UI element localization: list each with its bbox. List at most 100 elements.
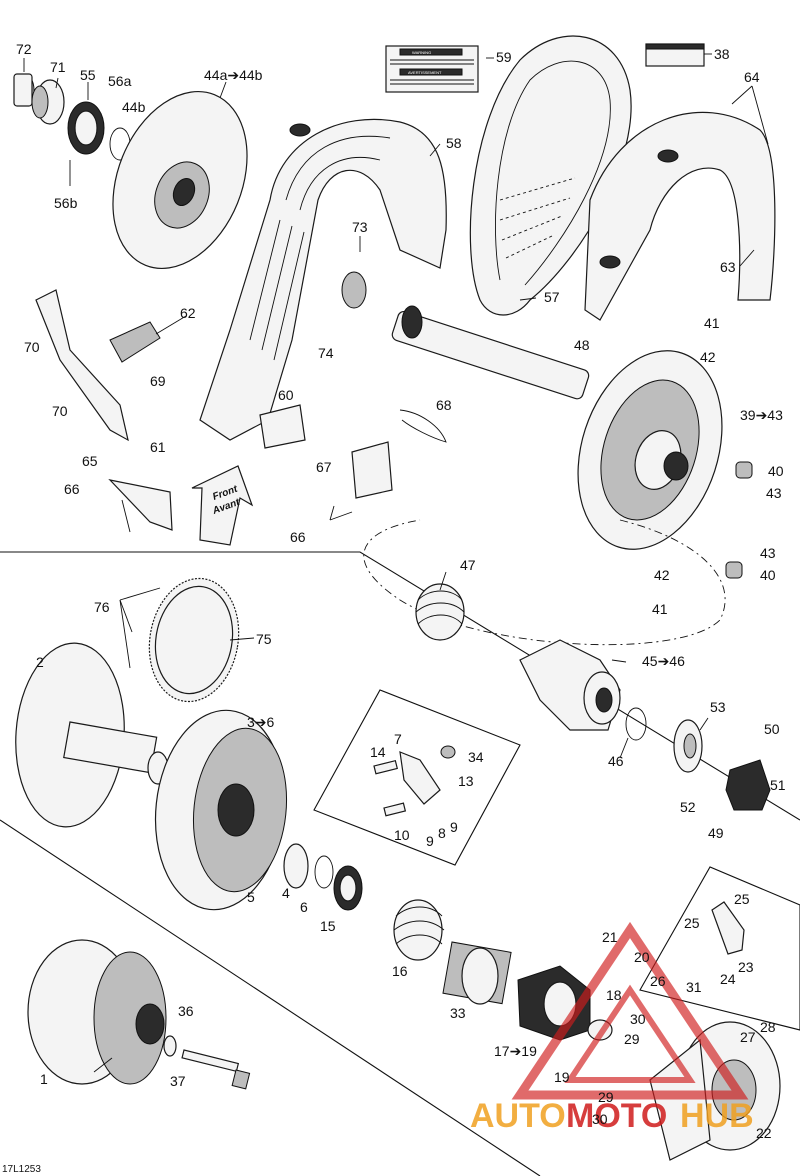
- callout-55: 55: [80, 67, 96, 83]
- seal-74: [341, 271, 367, 309]
- guard-63: [584, 111, 776, 321]
- callout-53: 53: [710, 699, 726, 715]
- callout-71: 71: [50, 59, 66, 75]
- driven-pulley-section-frame: [0, 551, 800, 821]
- leader-lines: [23, 53, 769, 1073]
- callout-42a: 42: [700, 349, 716, 365]
- callout-1: 1: [40, 1071, 48, 1087]
- circlip-6: [314, 855, 334, 889]
- callout-64: 64: [744, 69, 760, 85]
- callout-45-46: 45➔46: [642, 653, 685, 669]
- callout-24: 24: [720, 971, 736, 987]
- callout-73: 73: [352, 219, 368, 235]
- callout-30b: 30: [592, 1111, 608, 1127]
- callout-30a: 30: [630, 1011, 646, 1027]
- callout-21: 21: [602, 929, 618, 945]
- washer-36: [163, 1035, 177, 1057]
- plate-67: [351, 441, 393, 499]
- watermark-auto: AUTO: [470, 1097, 566, 1135]
- callout-14: 14: [370, 744, 386, 760]
- callout-74: 74: [318, 345, 334, 361]
- callout-31: 31: [686, 979, 702, 995]
- callout-20: 20: [634, 949, 650, 965]
- callout-72: 72: [16, 41, 32, 57]
- drive-pulley-section-frame: [0, 819, 541, 1176]
- front-direction-arrow: Front Avant: [191, 465, 254, 546]
- callout-26: 26: [650, 973, 666, 989]
- cam-45-46: [519, 639, 621, 731]
- cable-loop: [363, 519, 726, 646]
- callout-75: 75: [256, 631, 272, 647]
- bushing-71: [31, 79, 65, 125]
- callout-27: 27: [740, 1029, 756, 1045]
- callout-7: 7: [394, 731, 402, 747]
- watermark-logo-text: AUTO MOTO HUB: [470, 1097, 754, 1135]
- callout-41a: 41: [704, 315, 720, 331]
- drive-pulley-1: [27, 939, 167, 1085]
- callout-37: 37: [170, 1073, 186, 1089]
- callout-48: 48: [574, 337, 590, 353]
- ring-gear-75: [148, 577, 240, 703]
- callout-42b: 42: [654, 567, 670, 583]
- callout-46: 46: [608, 753, 624, 769]
- callout-56b: 56b: [54, 195, 78, 211]
- callout-6: 6: [300, 899, 308, 915]
- callout-70a: 70: [24, 339, 40, 355]
- diagram-code: 17L1253: [2, 1164, 41, 1175]
- callout-2: 2: [36, 654, 44, 670]
- callout-49: 49: [708, 825, 724, 841]
- callout-51: 51: [770, 777, 786, 793]
- cam-arm-23: [711, 901, 745, 955]
- callout-60: 60: [278, 387, 294, 403]
- callout-56a: 56a: [108, 73, 132, 89]
- callout-10: 10: [394, 827, 410, 843]
- callout-69: 69: [150, 373, 166, 389]
- callout-66b: 66: [290, 529, 306, 545]
- callout-43b: 43: [760, 545, 776, 561]
- callout-44b: 44b: [122, 99, 146, 115]
- callout-44a-44b: 44a➔44b: [204, 67, 263, 83]
- lever-detail-frame: [313, 689, 521, 866]
- callout-33: 33: [450, 1005, 466, 1021]
- callout-22: 22: [756, 1125, 772, 1141]
- belt-57: [469, 35, 632, 316]
- callout-29a: 29: [624, 1031, 640, 1047]
- spring-47: [415, 583, 465, 641]
- warning-title-en: WARNING: [412, 50, 431, 55]
- callout-19: 19: [554, 1069, 570, 1085]
- disc-44a-44b: [112, 90, 248, 270]
- watermark-moto: MOTO: [566, 1097, 667, 1135]
- callout-61: 61: [150, 439, 166, 455]
- callout-43a: 43: [766, 485, 782, 501]
- callout-59: 59: [496, 49, 512, 65]
- callout-5: 5: [247, 889, 255, 905]
- bolt-37: [181, 1049, 251, 1090]
- pulley-assembly-39-43: [391, 305, 723, 550]
- callout-4: 4: [282, 885, 290, 901]
- bearing-55: [67, 101, 105, 155]
- callout-9b: 9: [450, 819, 458, 835]
- callout-41b: 41: [652, 601, 668, 617]
- pin-10: [383, 802, 407, 817]
- washer-53: [673, 719, 703, 773]
- pin-68: [399, 409, 447, 443]
- movable-sheave-3-6: [154, 709, 288, 911]
- callout-39-43: 39➔43: [740, 407, 783, 423]
- nut-34: [440, 745, 456, 759]
- callout-40a: 40: [768, 463, 784, 479]
- callout-65: 65: [82, 453, 98, 469]
- callout-58: 58: [446, 135, 462, 151]
- callout-17-19: 17➔19: [494, 1043, 537, 1059]
- callout-labels: 1 2 3➔6 4 5 6 7 8 9 9 10 13 14 15 16 17➔…: [16, 41, 786, 1141]
- callout-25b: 25: [734, 891, 750, 907]
- callout-70b: 70: [52, 403, 68, 419]
- callout-52: 52: [680, 799, 696, 815]
- sleeve-72: [13, 73, 35, 107]
- bracket-65: [108, 479, 173, 531]
- sleeve-33: [442, 941, 512, 1005]
- callout-68: 68: [436, 397, 452, 413]
- callout-29b: 29: [598, 1089, 614, 1105]
- callout-36: 36: [178, 1003, 194, 1019]
- latch-bar-69: [35, 289, 129, 442]
- automotohub-watermark: [511, 921, 749, 1100]
